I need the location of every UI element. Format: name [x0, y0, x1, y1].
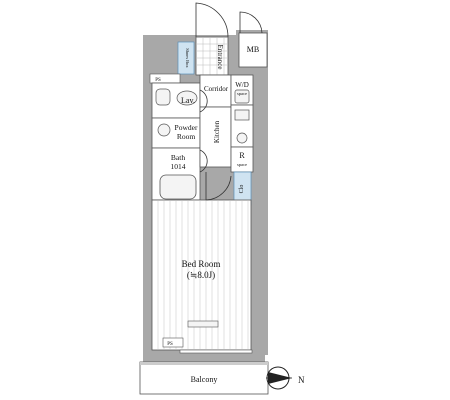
washbasin-icon — [157, 123, 171, 137]
r-label: R — [239, 151, 245, 160]
window-sash — [187, 320, 219, 328]
corridor-label: Corridor — [204, 85, 229, 93]
bathtub-icon — [159, 174, 197, 200]
room-label: Room — [177, 132, 196, 141]
kitchen — [199, 106, 232, 168]
clo-label: Clo — [239, 185, 245, 194]
compass-north-label: N — [298, 375, 305, 385]
compass-icon — [266, 366, 292, 390]
shoes-box — [177, 41, 195, 75]
washer-icon — [234, 89, 250, 104]
wd-label: W/D — [235, 81, 249, 89]
mb-label: MB — [247, 45, 259, 54]
lav-door — [199, 89, 208, 113]
powder-label: Powder — [175, 123, 198, 132]
shoes-box-label: Shoes Box — [185, 48, 190, 68]
sink-icon — [234, 109, 250, 121]
corridor — [199, 74, 232, 108]
bedroom-door — [205, 172, 232, 201]
entrance-label: Entrance — [216, 45, 224, 70]
bath-size-label: 1014 — [171, 162, 186, 171]
bedroom-label: Bed Room — [182, 259, 221, 269]
bath-label: Bath — [171, 153, 185, 162]
toilet-bowl-icon — [176, 90, 198, 106]
toilet-icon — [155, 88, 171, 106]
entrance-door — [195, 2, 229, 38]
lav-label: Lav. — [181, 96, 195, 105]
bedroom-size-label: (≒8.0J) — [187, 270, 215, 280]
entrance-floor — [195, 36, 229, 76]
balcony-label: Balcony — [191, 375, 218, 384]
stove-icon — [236, 132, 248, 144]
kitchen-label: Kitchen — [213, 120, 221, 143]
bedroom-window — [179, 349, 253, 354]
bath-door — [199, 149, 208, 173]
ps-top-label: PS — [155, 78, 161, 83]
balcony — [139, 361, 269, 395]
mb-room — [238, 11, 268, 68]
wd-space-label: space — [237, 91, 247, 96]
ps-bottom-label: PS — [167, 342, 173, 347]
r-space-label: space — [237, 162, 247, 167]
